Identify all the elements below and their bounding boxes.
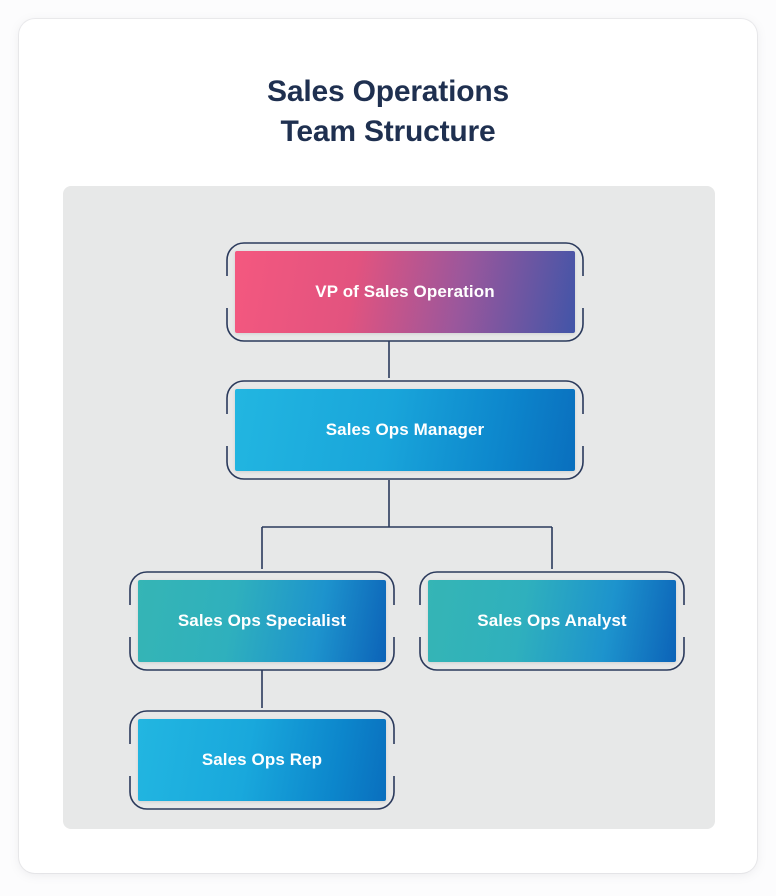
org-chart-panel: VP of Sales Operation Sales Ops Manager … <box>63 186 715 829</box>
page-title-line-1: Sales Operations <box>267 75 509 108</box>
node-body-rep: Sales Ops Rep <box>138 719 386 801</box>
page-title: Sales Operations Team Structure <box>19 72 757 152</box>
org-node-analyst[interactable]: Sales Ops Analyst <box>419 571 685 671</box>
node-body-manager: Sales Ops Manager <box>235 389 575 471</box>
node-label-analyst: Sales Ops Analyst <box>477 611 627 630</box>
node-body-analyst: Sales Ops Analyst <box>428 580 676 662</box>
node-label-specialist: Sales Ops Specialist <box>177 611 347 630</box>
node-body-specialist: Sales Ops Specialist <box>138 580 386 662</box>
connector-lines <box>261 341 553 708</box>
page-title-line-2: Team Structure <box>280 115 496 148</box>
content-card: Sales Operations Team Structure <box>19 19 757 873</box>
org-node-manager[interactable]: Sales Ops Manager <box>226 380 584 480</box>
node-body-vp: VP of Sales Operation <box>235 251 575 333</box>
org-node-rep[interactable]: Sales Ops Rep <box>129 710 395 810</box>
node-label-vp: VP of Sales Operation <box>315 282 495 301</box>
node-label-rep: Sales Ops Rep <box>201 750 323 769</box>
org-node-vp[interactable]: VP of Sales Operation <box>226 242 584 342</box>
node-label-manager: Sales Ops Manager <box>325 420 485 439</box>
org-node-specialist[interactable]: Sales Ops Specialist <box>129 571 395 671</box>
